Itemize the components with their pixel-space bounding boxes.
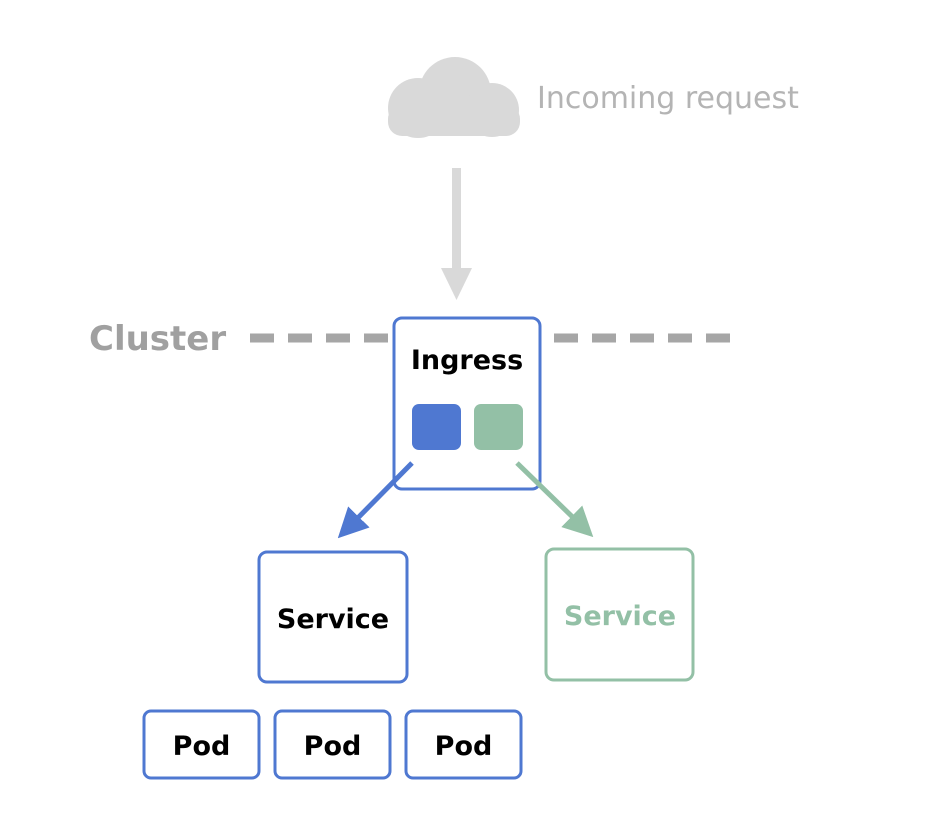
pod-box: Pod <box>404 709 523 780</box>
pod-label: Pod <box>304 731 362 762</box>
ingress-box: Ingress <box>392 316 542 491</box>
incoming-arrow <box>441 168 472 300</box>
ingress-rule-blue <box>412 404 461 450</box>
route-arrow-blue <box>337 461 414 539</box>
service-box-blue: Service <box>257 550 409 684</box>
route-arrow-green <box>515 461 594 538</box>
cloud-icon <box>388 57 520 138</box>
cluster-label: Cluster <box>89 319 226 359</box>
pod-box: Pod <box>273 709 392 780</box>
pod-label: Pod <box>173 731 231 762</box>
incoming-request-label: Incoming request <box>537 81 799 116</box>
service-box-green: Service <box>544 547 695 682</box>
pod-label: Pod <box>435 731 493 762</box>
service-label-blue: Service <box>277 604 389 635</box>
ingress-rule-green <box>474 404 523 450</box>
pod-box: Pod <box>142 709 261 780</box>
ingress-label: Ingress <box>411 345 523 376</box>
service-label-green: Service <box>564 601 676 632</box>
